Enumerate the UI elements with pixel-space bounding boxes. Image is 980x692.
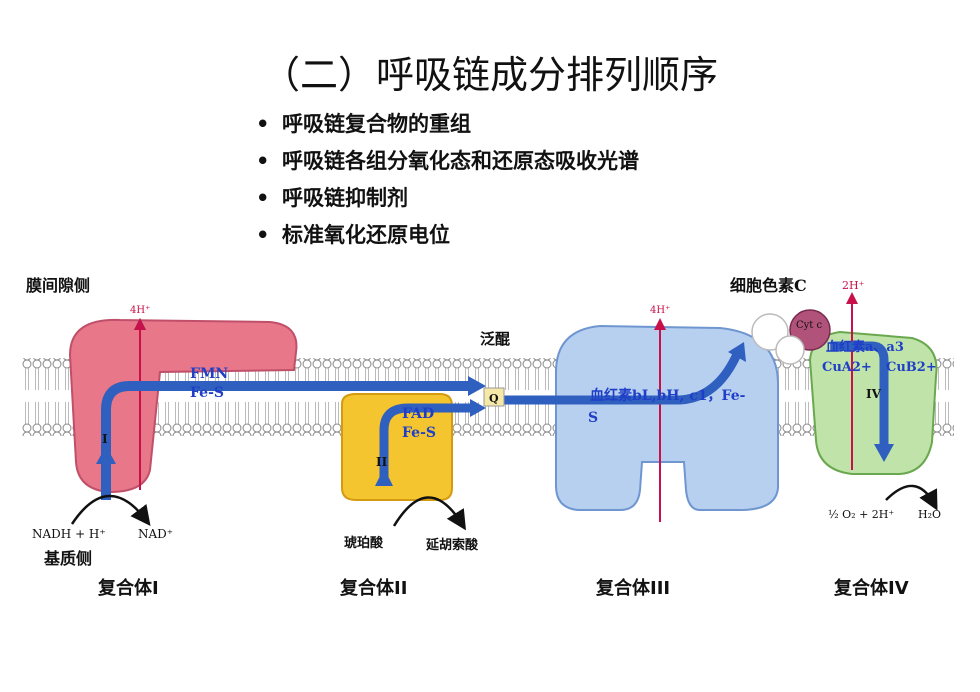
- fad-fes-label: Fe-S: [402, 425, 437, 441]
- electron-arrow-head: [96, 446, 116, 464]
- ubiquinone-label: 泛醌: [480, 330, 511, 348]
- electron-arrow-head: [375, 468, 393, 486]
- nadh-reaction-arrow: [70, 494, 151, 526]
- electron-arrow-complex4: [832, 341, 889, 446]
- oxygen-reaction-arrow: [885, 484, 938, 511]
- proton-head-3: [654, 318, 666, 330]
- electron-arrow-head: [874, 444, 894, 462]
- fad-label: FAD: [402, 406, 435, 422]
- caption-complex-3: 复合体III: [596, 578, 671, 599]
- complex-2-shape: [341, 393, 453, 501]
- electron-arrow-complex1: [101, 381, 472, 500]
- cytochrome-c-ghost: [775, 335, 805, 365]
- bullet-item: •呼吸链复合物的重组: [256, 112, 471, 136]
- electron-arrow-complex2: [379, 403, 474, 480]
- proton-label-4: 2H⁺: [842, 279, 865, 292]
- caption-complex-2: 复合体II: [340, 578, 408, 599]
- q-label: Q: [489, 392, 499, 405]
- bullet-text: 标准氧化还原电位: [282, 223, 450, 247]
- cua-label: CuA2+: [822, 360, 872, 375]
- succinate-label: 琥珀酸: [344, 536, 384, 551]
- bullet-item: •呼吸链各组分氧化态和还原态吸收光谱: [256, 149, 639, 173]
- complex-1-numeral: I: [102, 432, 108, 446]
- cytochrome-c-heading: 细胞色素C: [730, 276, 807, 295]
- fumarate-label: 延胡索酸: [426, 538, 479, 553]
- proton-label-3: 4H⁺: [650, 305, 670, 316]
- nad-label: NAD⁺: [138, 527, 173, 541]
- water-label: H₂O: [918, 508, 941, 521]
- bullet-item: •标准氧化还原电位: [256, 223, 450, 247]
- cub-label: CuB2+: [886, 360, 937, 375]
- bullet-text: 呼吸链各组分氧化态和还原态吸收光谱: [282, 149, 639, 173]
- ubiquinone-box: [483, 387, 505, 407]
- electron-arrow-complex3: [504, 350, 743, 405]
- bullet-item: •呼吸链抑制剂: [256, 186, 408, 210]
- complex-4-heme: 血红素a、a3: [826, 340, 904, 355]
- complex-2-numeral: II: [376, 455, 388, 469]
- complex-1-shape: [68, 318, 298, 494]
- caption-complex-1: 复合体I: [98, 578, 159, 599]
- succinate-reaction-arrow: [392, 496, 466, 531]
- oxygen-label: ½ O₂ + 2H⁺: [828, 508, 894, 521]
- cytc-label: Cyt c: [796, 320, 822, 331]
- electron-arrow-head: [470, 399, 486, 417]
- electron-arrow-head: [728, 342, 746, 362]
- intermembrane-label: 膜间隙侧: [26, 276, 91, 295]
- bullet-text: 呼吸链抑制剂: [282, 186, 408, 210]
- fmn-label: FMN: [190, 366, 229, 382]
- complex-3-cofactors: 血红素bL,bH, c1，Fe-: [590, 388, 746, 404]
- bullet-list: •呼吸链复合物的重组 •呼吸链各组分氧化态和还原态吸收光谱 •呼吸链抑制剂 •标…: [256, 108, 639, 256]
- electron-arrow-head: [468, 376, 486, 396]
- bullet-text: 呼吸链复合物的重组: [282, 112, 471, 136]
- caption-complex-4: 复合体IV: [834, 578, 909, 599]
- fes-label: Fe-S: [190, 385, 225, 401]
- complex-4-numeral: IV: [866, 387, 882, 401]
- nadh-label: NADH + H⁺: [32, 527, 106, 541]
- proton-head-1: [134, 318, 146, 330]
- proton-head-4: [846, 292, 858, 304]
- proton-label-1: 4H⁺: [130, 305, 150, 316]
- slide-title: （二）呼吸链成分排列顺序: [261, 53, 718, 97]
- matrix-label: 基质侧: [44, 549, 93, 568]
- complex-3-cofactors-cont: S: [588, 410, 599, 426]
